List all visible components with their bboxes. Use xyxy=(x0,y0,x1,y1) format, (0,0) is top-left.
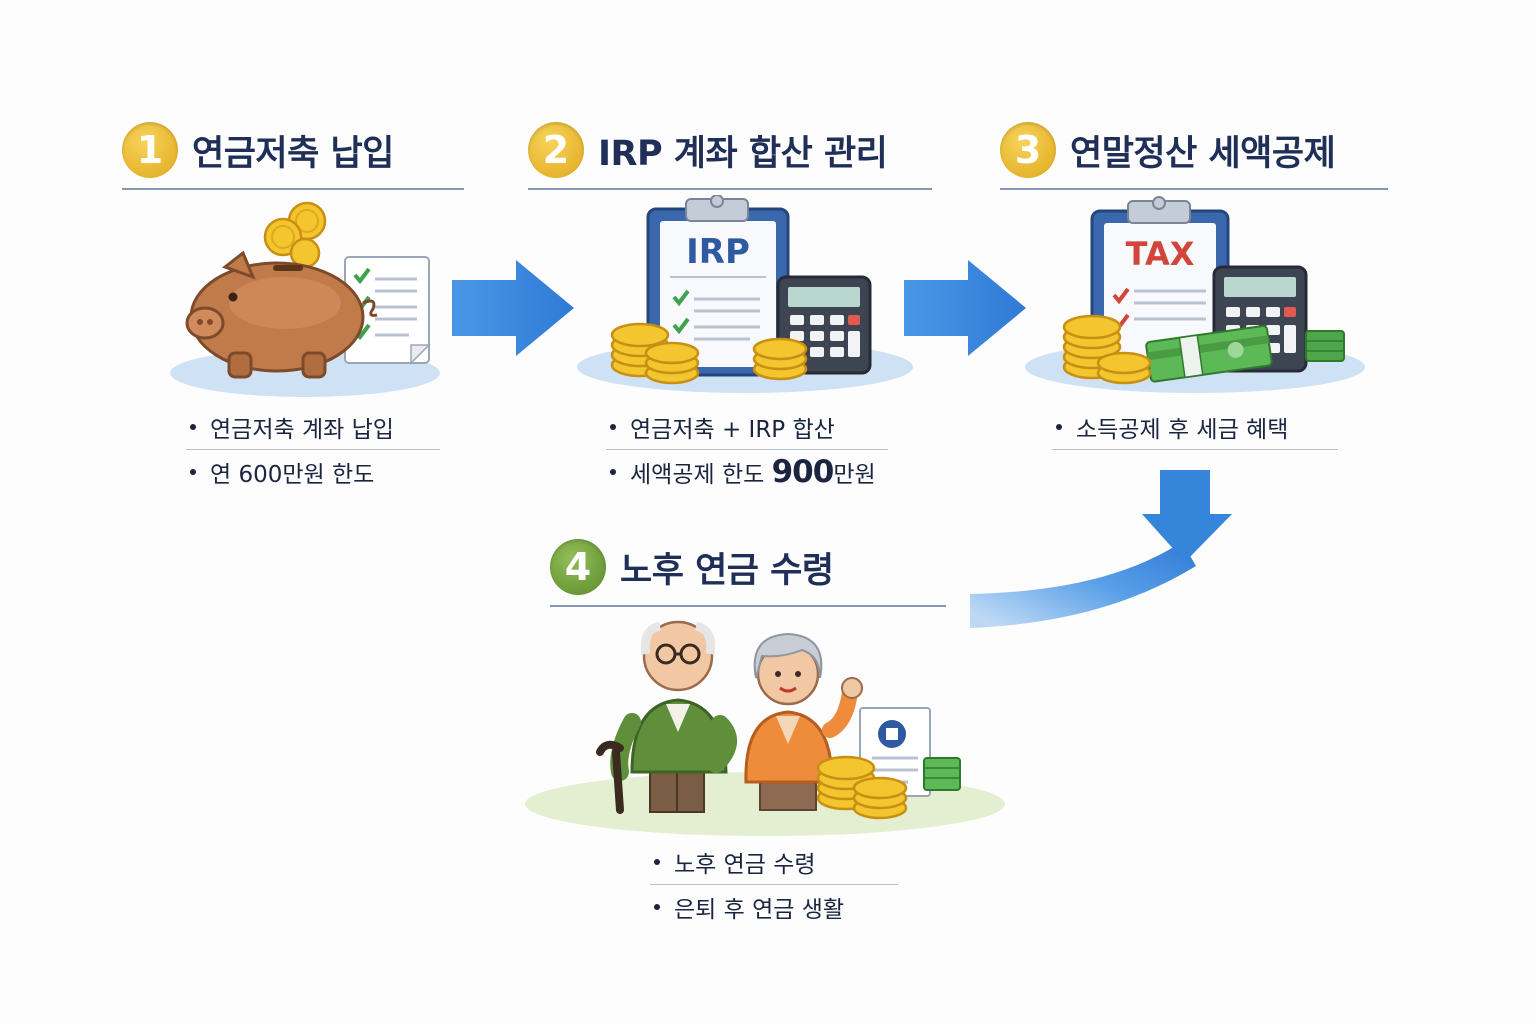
step-2-divider xyxy=(528,188,932,190)
step-3-bullets: 소득공제 후 세금 혜택 xyxy=(1052,405,1338,450)
coin-icon xyxy=(263,201,327,269)
step-4-bullets: 노후 연금 수령 은퇴 후 연금 생활 xyxy=(650,840,898,929)
step-1-title: 연금저축 납입 xyxy=(192,133,394,174)
list-item: 연 600만원 한도 xyxy=(186,450,440,494)
list-item: 노후 연금 수령 xyxy=(650,840,898,885)
step-1-divider xyxy=(122,188,464,190)
list-item: 소득공제 후 세금 혜택 xyxy=(1052,405,1338,450)
clipboard-label: TAX xyxy=(1126,235,1195,273)
step-3: 3 연말정산 세액공제 xyxy=(1000,118,1388,190)
coin-icon xyxy=(610,322,808,385)
step-1-header: 1 연금저축 납입 xyxy=(122,118,464,182)
step-3-header: 3 연말정산 세액공제 xyxy=(1000,118,1388,182)
tax-clipboard-illustration: TAX xyxy=(1025,196,1365,393)
step-4-header: 4 노후 연금 수령 xyxy=(550,535,946,599)
step-1-badge: 1 xyxy=(122,122,178,178)
step-2-badge: 2 xyxy=(528,122,584,178)
cash-stack-icon xyxy=(1145,324,1345,383)
piggy-bank-illustration xyxy=(170,201,440,397)
step-4-divider xyxy=(550,605,946,607)
step-4-title: 노후 연금 수령 xyxy=(620,550,834,591)
clipboard-icon: IRP xyxy=(646,195,790,377)
step-2-header: 2 IRP 계좌 합산 관리 xyxy=(528,118,932,182)
arrow-curve-down-icon xyxy=(970,470,1232,628)
step-4: 4 노후 연금 수령 xyxy=(550,535,946,607)
step-1-bullets: 연금저축 계좌 납입 연 600만원 한도 xyxy=(186,405,440,494)
list-item: 은퇴 후 연금 생활 xyxy=(650,885,898,929)
retired-couple-illustration xyxy=(525,620,1005,836)
step-3-title: 연말정산 세액공제 xyxy=(1070,133,1336,174)
coin-icon xyxy=(816,755,908,820)
step-3-badge: 3 xyxy=(1000,122,1056,178)
irp-clipboard-illustration: IRP xyxy=(577,195,913,393)
arrow-right-icon xyxy=(904,260,1026,356)
step-3-divider xyxy=(1000,188,1388,190)
cash-stack-icon xyxy=(923,757,961,791)
piggy-bank-icon xyxy=(185,250,378,379)
clipboard-label: IRP xyxy=(686,232,750,272)
elderly-couple-icon xyxy=(596,620,863,814)
step-1: 1 연금저축 납입 xyxy=(122,118,464,190)
step-4-badge: 4 xyxy=(550,539,606,595)
step-2-title: IRP 계좌 합산 관리 xyxy=(598,133,888,174)
checklist-icon xyxy=(344,256,431,365)
clipboard-icon: TAX xyxy=(1090,196,1230,373)
list-item: 연금저축 + IRP 합산 xyxy=(606,405,888,450)
coin-icon xyxy=(1062,314,1152,385)
step-2: 2 IRP 계좌 합산 관리 xyxy=(528,118,932,190)
list-item: 연금저축 계좌 납입 xyxy=(186,405,440,450)
arrow-right-icon xyxy=(452,260,574,356)
